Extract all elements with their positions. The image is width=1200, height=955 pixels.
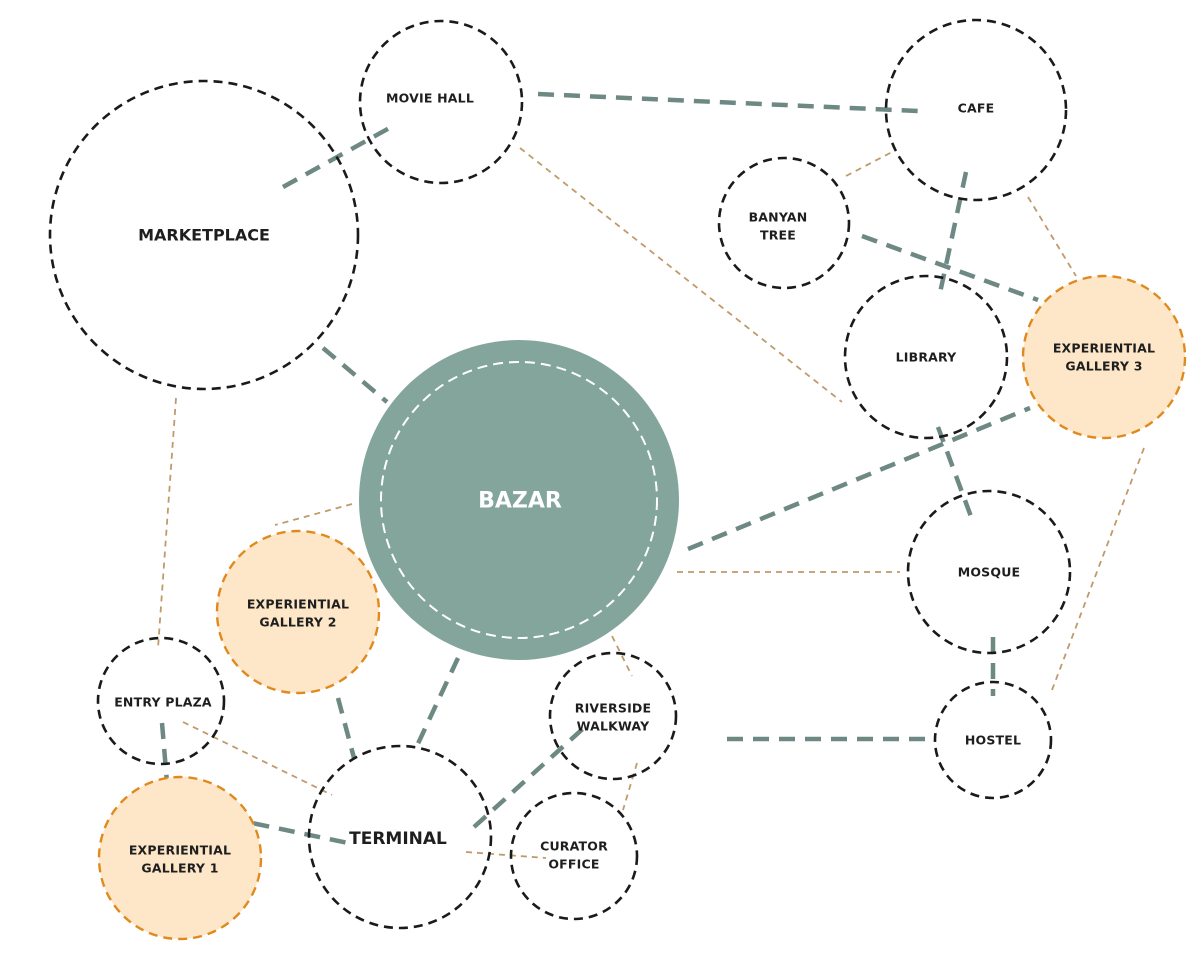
link-bazar-gallery2 [274,503,353,526]
banyan-tree-circle [717,156,851,290]
node-marketplace[interactable]: MARKETPLACE [48,79,360,391]
weak-links [157,147,1145,859]
link-movie-hall-cafe [537,91,919,114]
library-circle [843,274,1009,440]
terminal-circle [307,744,493,930]
gallery3-label-1: EXPERIENTIAL [1053,340,1155,355]
node-movie-hall[interactable]: MOVIE HALL [358,19,524,185]
link-marketplace-bazar [321,346,389,404]
nodes: MARKETPLACE MOVIE HALL CAFE BANYAN TREE … [48,18,1187,941]
marketplace-label: MARKETPLACE [138,226,270,245]
mosque-label: MOSQUE [958,564,1021,579]
hostel-circle [933,680,1053,800]
curator-label-1: CURATOR [540,838,608,853]
node-terminal[interactable]: TERMINAL [307,744,493,930]
link-movie-hall-library [519,147,843,403]
bazar-label: BAZAR [478,489,562,514]
link-banyan-cafe [845,151,893,177]
link-gallery2-terminal [335,697,357,759]
movie-hall-label: MOVIE HALL [386,90,474,105]
node-banyan-tree[interactable]: BANYAN TREE [717,156,851,290]
link-library-mosque [935,426,976,523]
banyan-tree-label-1: BANYAN [749,209,808,224]
node-mosque[interactable]: MOSQUE [906,489,1072,655]
node-curator-office[interactable]: CURATOR OFFICE [509,791,639,921]
node-gallery1[interactable]: EXPERIENTIAL GALLERY 1 [97,775,263,941]
gallery2-label-2: GALLERY 2 [259,614,336,629]
link-bazar-terminal [412,657,461,751]
cafe-label: CAFE [958,100,995,115]
terminal-label: TERMINAL [349,829,447,849]
gallery1-circle [97,775,263,941]
link-bazar-gallery3 [687,405,1031,552]
link-marketplace-movie-hall [281,124,395,189]
entry-plaza-label: ENTRY PLAZA [114,694,212,709]
library-label: LIBRARY [896,349,958,364]
marketplace-circle [48,79,360,391]
movie-hall-circle [358,19,524,185]
node-hostel[interactable]: HOSTEL [933,680,1053,800]
link-cafe-gallery3 [1027,196,1077,277]
cafe-circle [884,18,1068,202]
gallery3-circle [1021,274,1187,440]
link-bazar-riverside [611,635,633,677]
node-gallery3[interactable]: EXPERIENTIAL GALLERY 3 [1021,274,1187,440]
hostel-label: HOSTEL [965,732,1021,747]
link-gallery1-terminal [227,815,349,846]
node-entry-plaza[interactable]: ENTRY PLAZA [96,636,226,766]
gallery1-label-2: GALLERY 1 [141,860,218,875]
node-gallery2[interactable]: EXPERIENTIAL GALLERY 2 [215,529,381,695]
gallery2-label-1: EXPERIENTIAL [247,596,349,611]
curator-circle [509,791,639,921]
riverside-label-2: WALKWAY [577,718,650,733]
node-bazar[interactable]: BAZAR [359,340,679,660]
bazar-circle [359,340,679,660]
link-riverside-curator [622,762,638,811]
banyan-tree-label-2: TREE [760,227,796,242]
link-marketplace-entry [157,397,177,649]
gallery1-label-1: EXPERIENTIAL [129,842,231,857]
link-gallery3-hostel [1051,447,1145,691]
link-entry-terminal [182,721,333,796]
link-terminal-curator [465,851,547,859]
bazar-inner-ring [380,361,658,639]
gallery3-label-2: GALLERY 3 [1065,358,1142,373]
curator-label-2: OFFICE [548,856,599,871]
riverside-circle [548,651,678,781]
entry-plaza-circle [96,636,226,766]
node-riverside-walkway[interactable]: RIVERSIDE WALKWAY [548,651,678,781]
gallery2-circle [215,529,381,695]
node-library[interactable]: LIBRARY [843,274,1009,440]
mosque-circle [906,489,1072,655]
link-cafe-library [937,171,969,294]
riverside-label-1: RIVERSIDE [575,700,651,715]
link-banyan-gallery3 [861,233,1039,303]
node-cafe[interactable]: CAFE [884,18,1068,202]
